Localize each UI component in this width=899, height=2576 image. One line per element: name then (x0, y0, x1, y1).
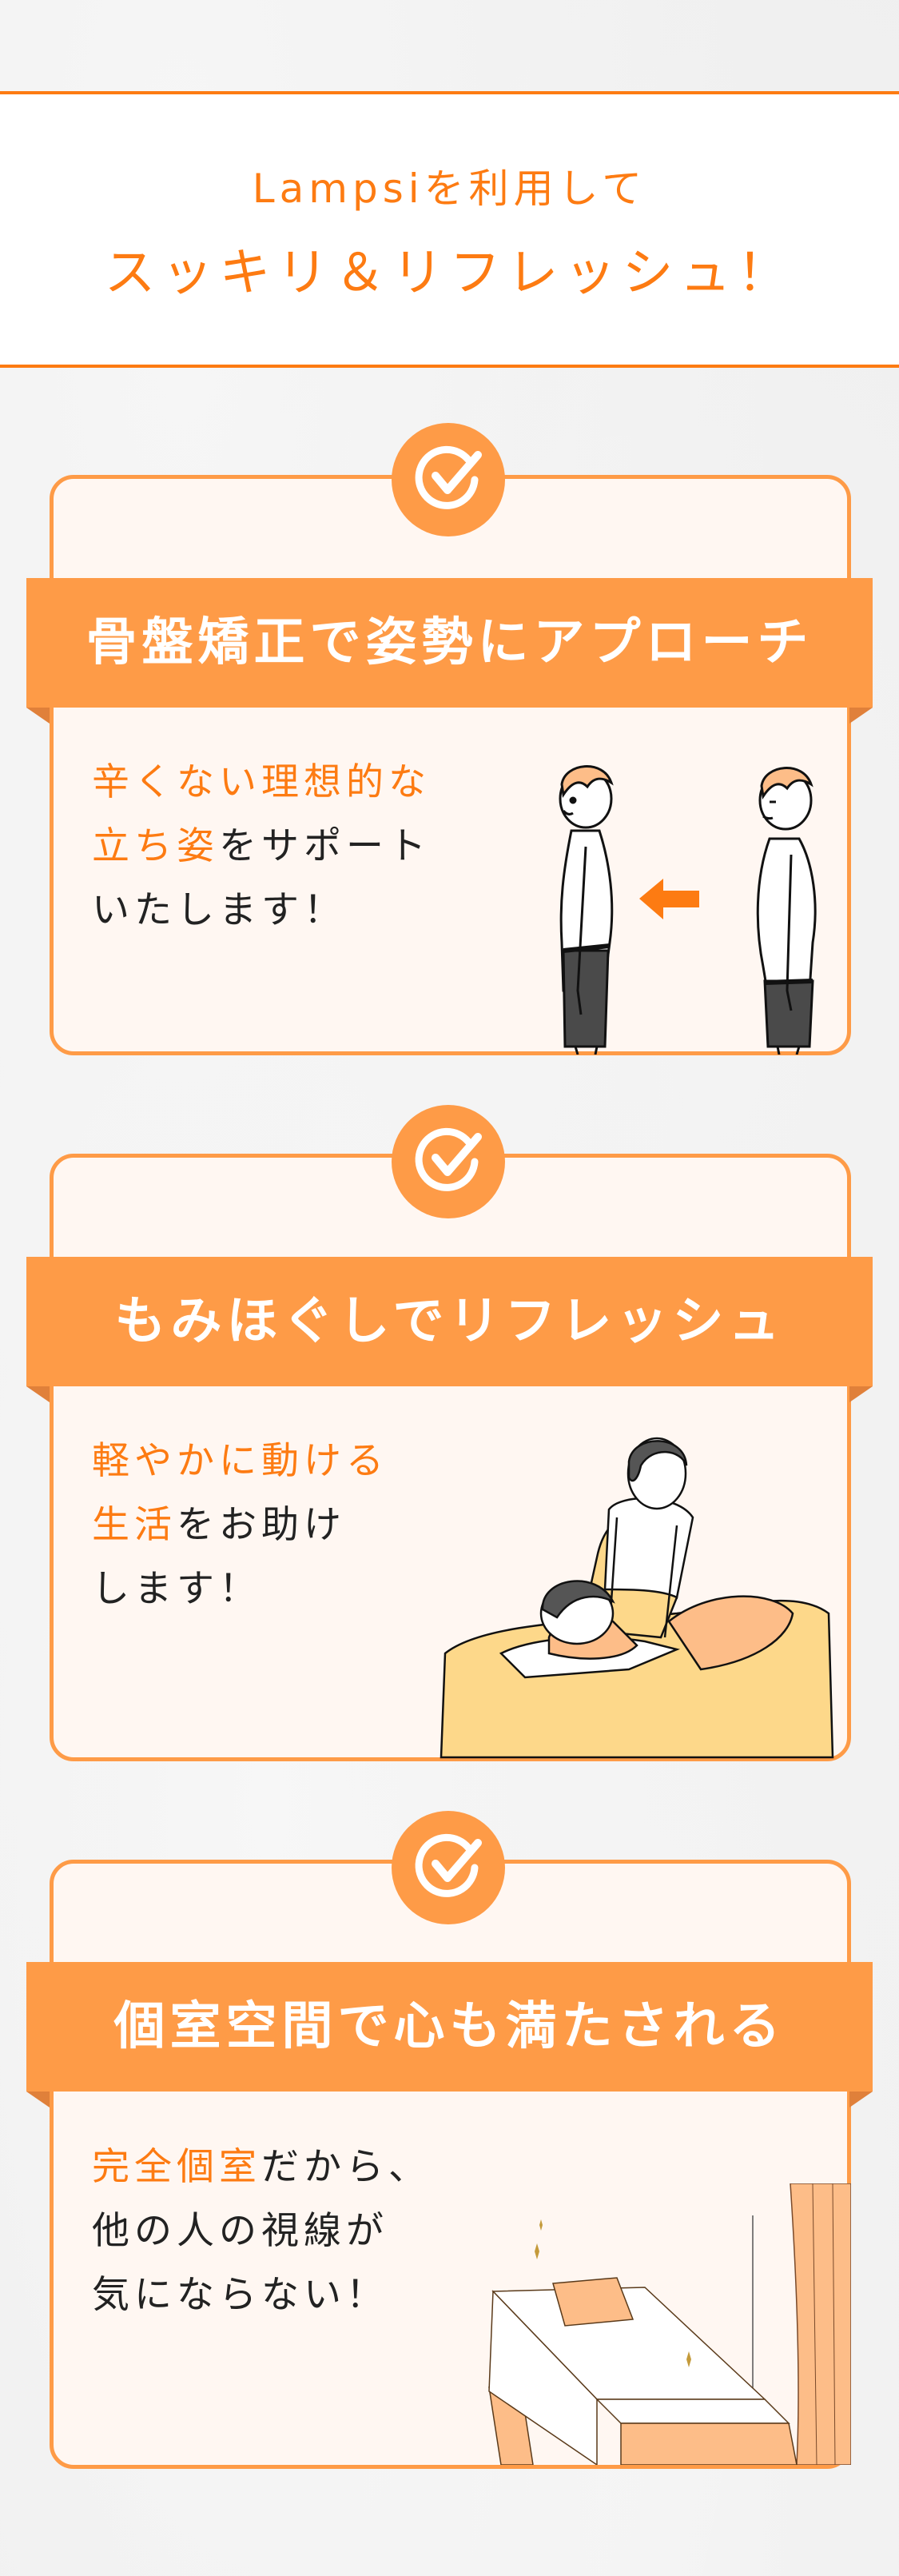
check-circle-icon (392, 1105, 505, 1218)
highlight-text: 辛くない理想的な (92, 760, 431, 804)
feature-card-posture: 辛くない理想的な 立ち姿をサポート いたします！ (50, 475, 851, 1055)
highlight-text: 立ち姿 (92, 824, 219, 868)
hero-line-2: スッキリ＆リフレッシュ！ (104, 244, 795, 303)
card-title-ribbon: 骨盤矯正で姿勢にアプローチ (26, 578, 873, 724)
card-body-text: 軽やかに動ける 生活をお助け します！ (92, 1430, 388, 1621)
highlight-text: 軽やかに動ける (92, 1439, 388, 1483)
body-text: 気にならない！ (92, 2273, 388, 2317)
check-circle-icon (392, 1811, 505, 1924)
feature-card-private-room: 完全個室だから、 他の人の視線が 気にならない！ (50, 1860, 851, 2469)
card-body-text: 辛くない理想的な 立ち姿をサポート いたします！ (92, 751, 431, 943)
body-text: いたします！ (92, 888, 346, 932)
body-text: をサポート (219, 824, 431, 868)
body-text: 他の人の視線が (92, 2209, 388, 2253)
private-room-bed-illustration (488, 2183, 851, 2465)
ribbon-fold-left (26, 708, 50, 724)
ribbon-fold-left (26, 1386, 50, 1402)
highlight-text: 完全個室 (92, 2145, 261, 2189)
body-text: をお助け (177, 1503, 346, 1547)
highlight-text: 生活 (92, 1503, 177, 1547)
hero-line-1: Lampsiを利用して (252, 165, 647, 212)
body-text: だから、 (261, 2145, 431, 2189)
ribbon-fold-right (849, 1386, 873, 1402)
ribbon-fold-left (26, 2092, 50, 2107)
card-title-ribbon: 個室空間で心も満たされる (26, 1962, 873, 2107)
card-title: 骨盤矯正で姿勢にアプローチ (86, 613, 813, 672)
card-title-ribbon: もみほぐしでリフレッシュ (26, 1257, 873, 1402)
massage-illustration (440, 1437, 834, 1759)
card-title: 個室空間で心も満たされる (113, 1997, 786, 2056)
feature-card-massage: 軽やかに動ける 生活をお助け します！ (50, 1154, 851, 1761)
card-body-text: 完全個室だから、 他の人の視線が 気にならない！ (92, 2135, 431, 2327)
ribbon-fold-right (849, 2092, 873, 2107)
body-text: します！ (92, 1567, 261, 1611)
posture-comparison-illustration (559, 765, 817, 1055)
card-title: もみほぐしでリフレッシュ (114, 1292, 785, 1351)
hero-heading: Lampsiを利用して スッキリ＆リフレッシュ！ (0, 91, 899, 368)
ribbon-fold-right (849, 708, 873, 724)
check-circle-icon (392, 423, 505, 536)
